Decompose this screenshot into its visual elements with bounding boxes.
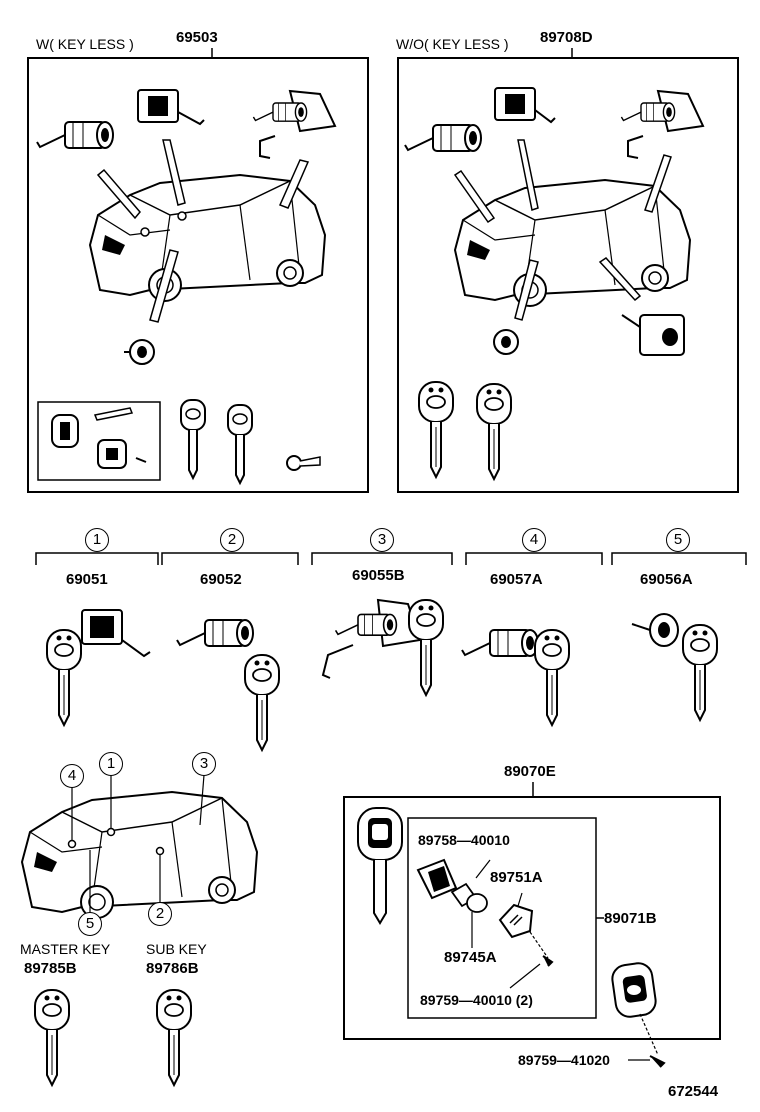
lock-part-1: 69051 bbox=[66, 571, 108, 588]
master-key-label: MASTER KEY bbox=[20, 941, 111, 957]
transmitter-part-3: 89745A bbox=[444, 949, 497, 966]
master-key-part: 89785B bbox=[24, 960, 77, 977]
car-position-5: 5 bbox=[78, 912, 102, 936]
kit-variant-no-keyless: W/O( KEY LESS ) bbox=[396, 36, 509, 52]
transmitter-box bbox=[343, 796, 721, 1040]
lock-index-1: 1 bbox=[85, 528, 109, 552]
kit-part-no-keyless: 89708D bbox=[540, 29, 593, 46]
lock-part-5: 69056A bbox=[640, 571, 693, 588]
car-position-2: 2 bbox=[148, 902, 172, 926]
car-position-3: 3 bbox=[192, 752, 216, 776]
car-position-4: 4 bbox=[60, 764, 84, 788]
lock-brackets bbox=[35, 552, 747, 565]
sub-key-label: SUB KEY bbox=[146, 941, 207, 957]
lock-index-4: 4 bbox=[522, 528, 546, 552]
lock-index-3: 3 bbox=[370, 528, 394, 552]
transmitter-part-1: 89758—40010 bbox=[418, 832, 510, 848]
figure-number: 672544 bbox=[668, 1083, 719, 1100]
sub-key-part: 89786B bbox=[146, 960, 199, 977]
kit-part-keyless: 69503 bbox=[176, 29, 218, 46]
transmitter-assembly-part: 89070E bbox=[504, 763, 556, 780]
lock-index-2: 2 bbox=[220, 528, 244, 552]
lock-part-3: 69055B bbox=[352, 567, 405, 584]
kit-variant-keyless: W( KEY LESS ) bbox=[36, 36, 134, 52]
kit-box-no-keyless bbox=[397, 57, 739, 493]
lock-index-5: 5 bbox=[666, 528, 690, 552]
car-position-1: 1 bbox=[99, 752, 123, 776]
lock-part-4: 69057A bbox=[490, 571, 543, 588]
transmitter-part-4: 89759—40010 (2) bbox=[420, 992, 533, 1008]
kit-box-keyless bbox=[27, 57, 369, 493]
transmitter-part-2: 89751A bbox=[490, 869, 543, 886]
transmitter-screw-part: 89759—41020 bbox=[518, 1052, 610, 1068]
transmitter-case-part: 89071B bbox=[604, 910, 657, 927]
lock-part-2: 69052 bbox=[200, 571, 242, 588]
